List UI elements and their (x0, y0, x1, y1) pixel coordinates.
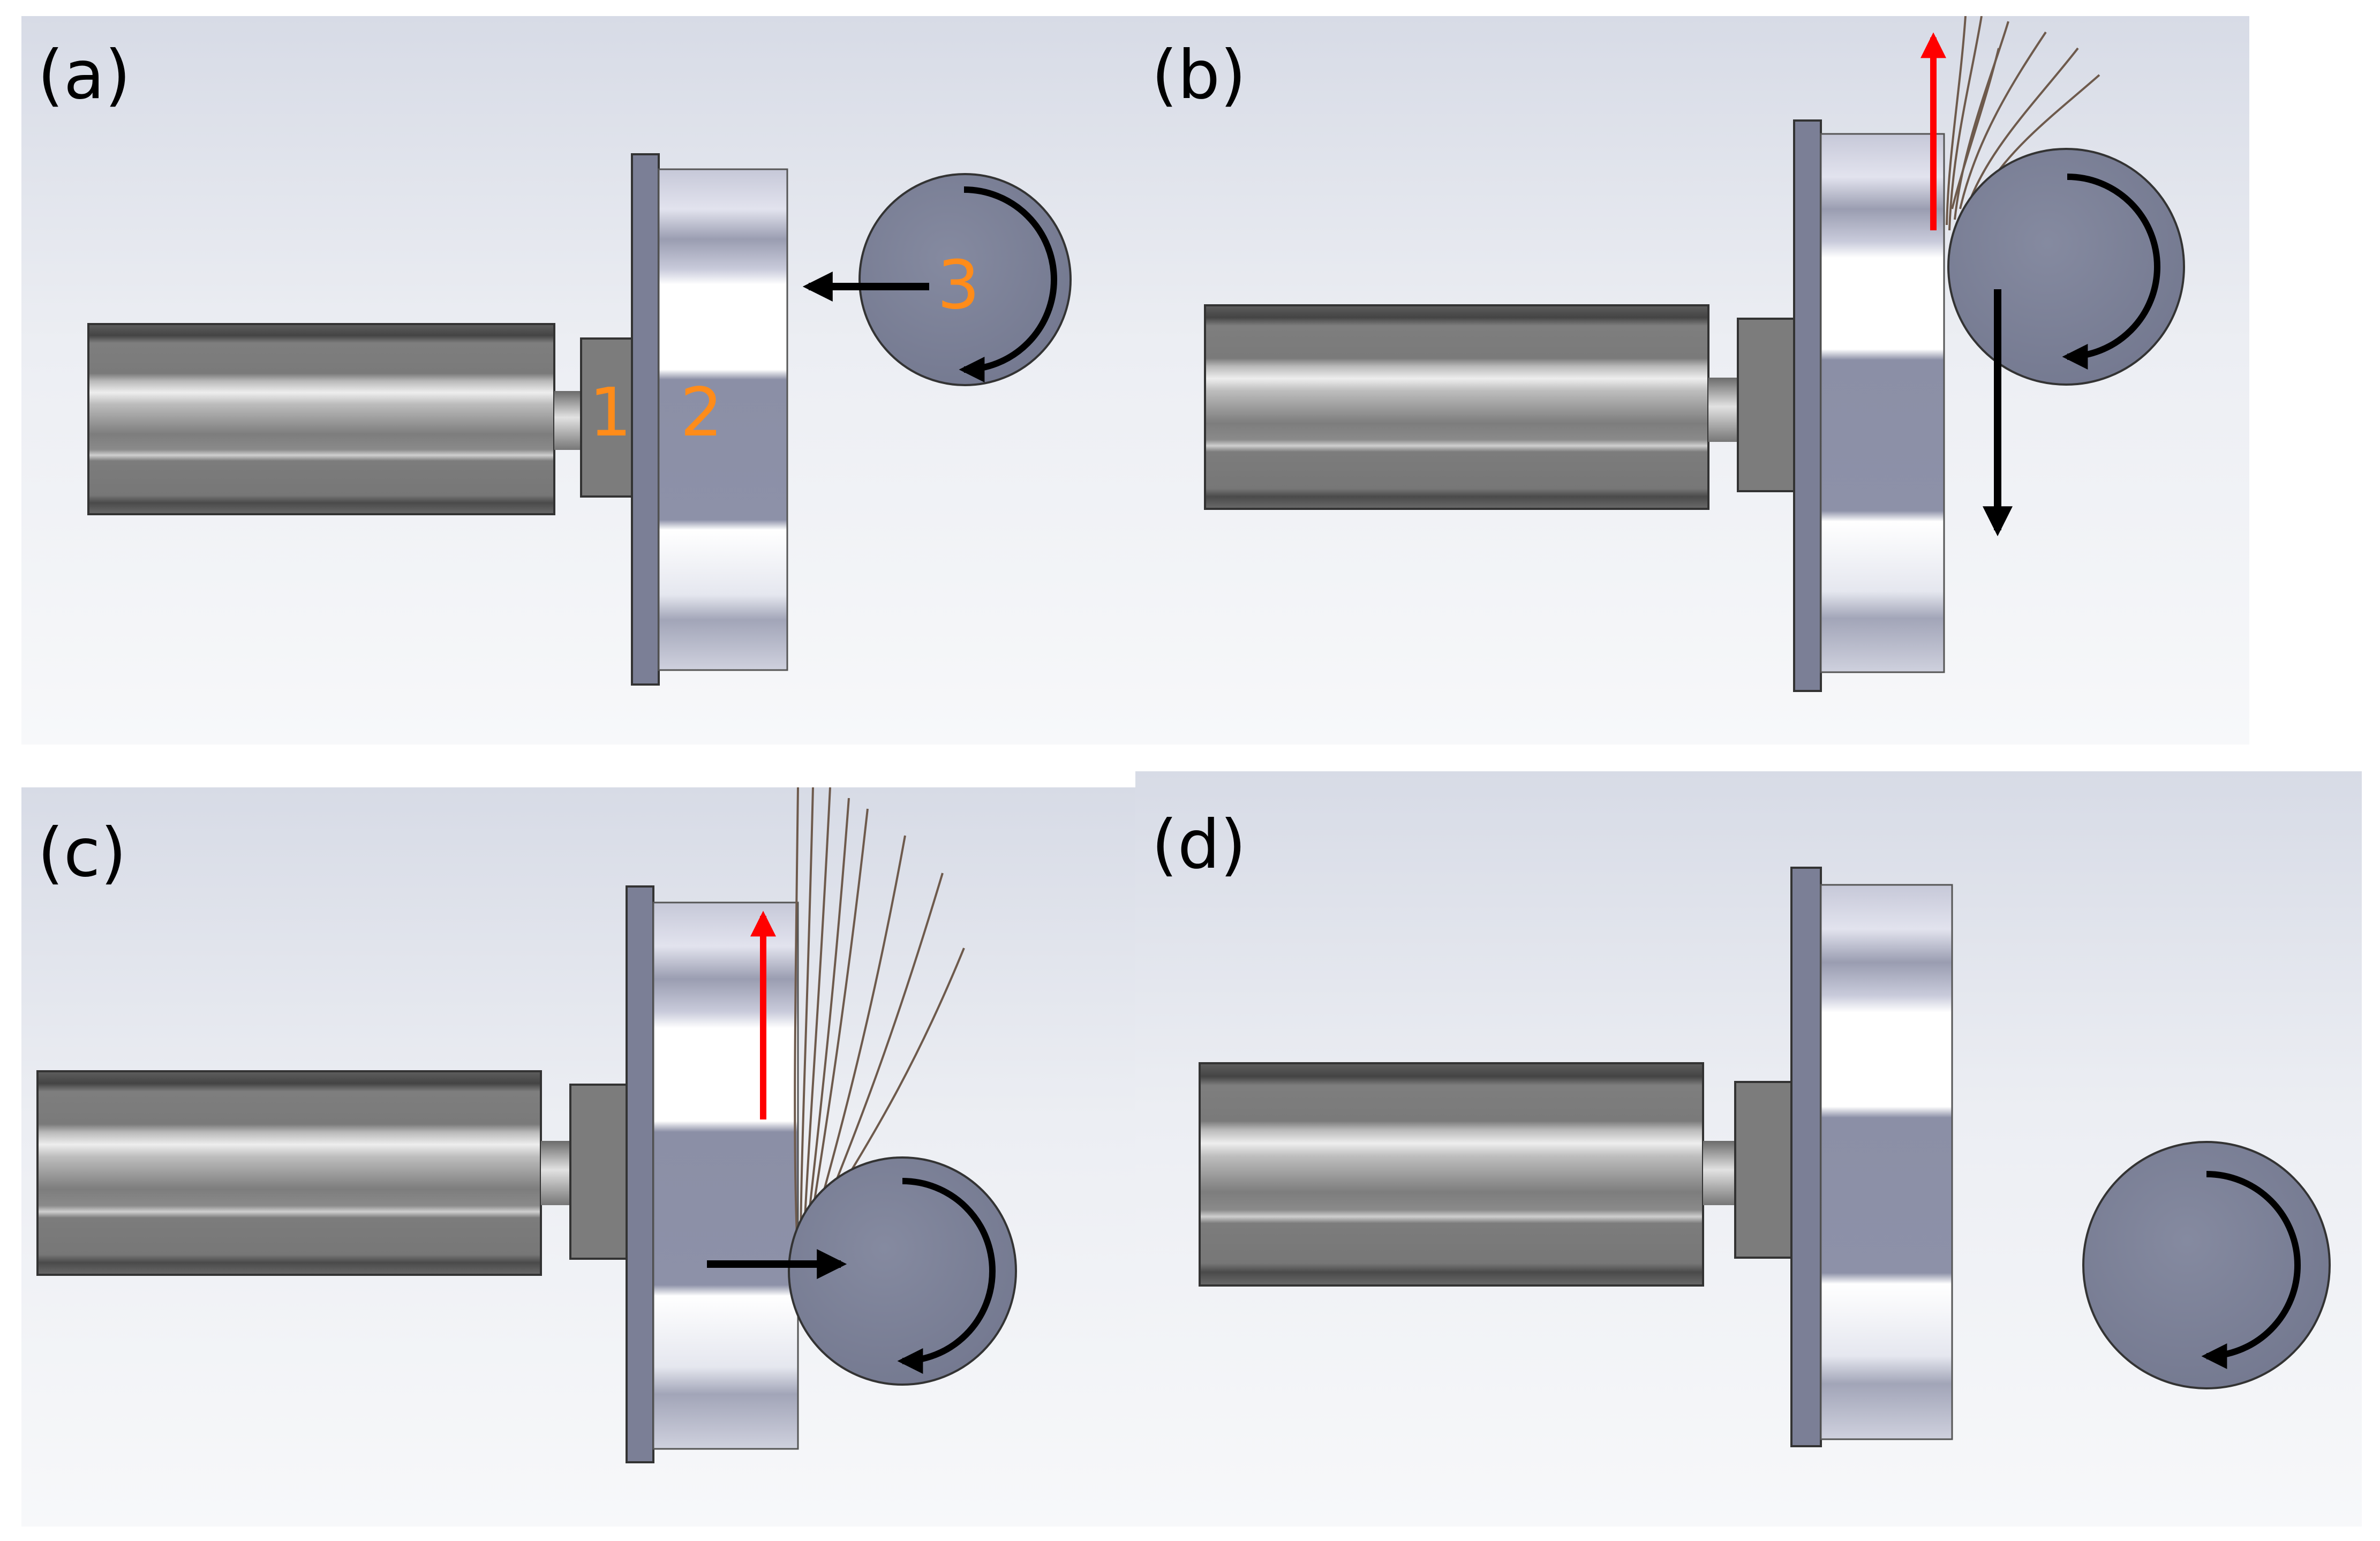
component-label-3: 3 (937, 246, 980, 324)
panel-a: (a) 1 2 3 (21, 16, 1135, 745)
panel-b: (b) (1135, 16, 2249, 745)
rotation-arrow (897, 1178, 996, 1374)
rotation-arrow (2062, 174, 2160, 370)
hub (1737, 318, 1795, 492)
plate (626, 885, 654, 1463)
shaft (541, 1141, 573, 1205)
hub (569, 1084, 628, 1260)
panel-d: (d) (1135, 771, 2362, 1527)
panel-label-c: (c) (37, 814, 127, 892)
panel-c-illustration (21, 787, 1135, 1527)
hub (580, 337, 636, 498)
plate (1790, 867, 1822, 1447)
panel-b-illustration (1135, 16, 2249, 745)
rod (36, 1070, 542, 1276)
grinding-wheel (2082, 1141, 2331, 1389)
component-label-1: 1 (589, 374, 632, 452)
rod (1204, 304, 1709, 510)
shaft (554, 391, 584, 450)
rod (87, 323, 555, 515)
grinding-wheel (788, 1156, 1017, 1386)
panel-a-illustration (21, 16, 1135, 745)
component-label-2: 2 (680, 374, 723, 452)
rotation-arrow (959, 186, 1057, 382)
panel-label-b: (b) (1151, 36, 1246, 114)
workpiece-disc (658, 168, 788, 671)
panel-label-d: (d) (1151, 806, 1246, 884)
shaft (1703, 1141, 1735, 1205)
rod (1199, 1062, 1704, 1287)
workpiece-disc (652, 901, 799, 1450)
workpiece-disc (1820, 133, 1945, 673)
shaft (1708, 378, 1738, 442)
panel-label-a: (a) (37, 36, 131, 114)
panel-d-illustration (1135, 771, 2362, 1527)
chips (1946, 16, 2100, 231)
hub (1734, 1081, 1792, 1259)
rotation-arrow (2201, 1171, 2301, 1369)
plate (1793, 119, 1822, 692)
workpiece-disc (1820, 884, 1953, 1440)
panel-c: (c) (21, 787, 1135, 1527)
grinding-wheel (1947, 148, 2185, 386)
grinding-wheel (858, 173, 1072, 386)
plate (631, 153, 660, 686)
